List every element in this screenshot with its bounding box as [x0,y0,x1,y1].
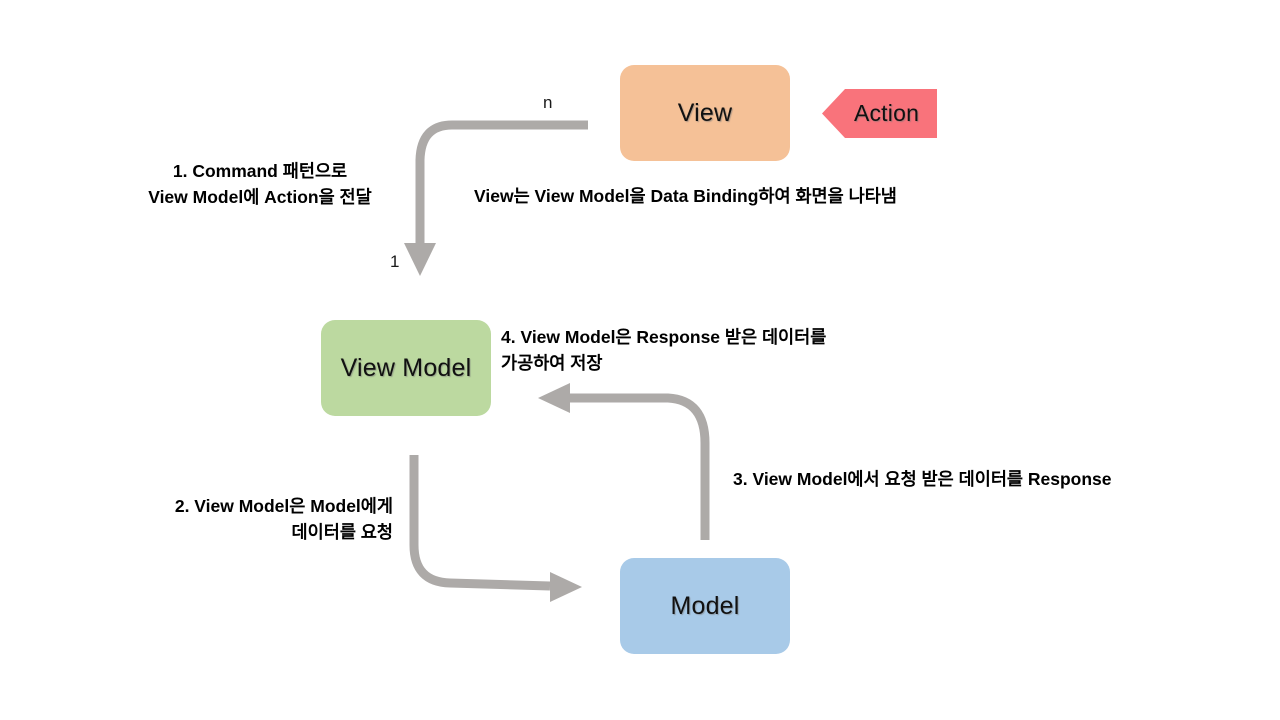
node-view-model[interactable]: View Model [321,320,491,416]
annotation-step-4: 4. View Model은 Response 받은 데이터를 가공하여 저장 [501,327,827,374]
node-action[interactable]: Action [822,89,937,138]
node-model-label: Model [670,591,740,620]
arrow-viewmodel-to-model [409,455,582,602]
annotation-data-binding: View는 View Model을 Data Binding하여 화면을 나타냄 [474,186,897,206]
arrow-model-to-viewmodel [538,383,710,540]
node-view[interactable]: View [620,65,790,161]
node-model[interactable]: Model [620,558,790,654]
node-view-label: View [677,98,733,127]
annotation-step-2: 2. View Model은 Model에게 데이터를 요청 [174,496,393,543]
arrow-view-to-viewmodel [404,120,588,276]
annotation-step-3: 3. View Model에서 요청 받은 데이터를 Response [733,469,1112,489]
multiplicity-target-1: 1 [390,252,400,271]
multiplicity-source-n: n [543,93,553,112]
annotation-step-1: 1. Command 패턴으로 View Model에 Action을 전달 [148,161,372,208]
node-action-label: Action [853,100,920,126]
node-view-model-label: View Model [340,353,472,382]
